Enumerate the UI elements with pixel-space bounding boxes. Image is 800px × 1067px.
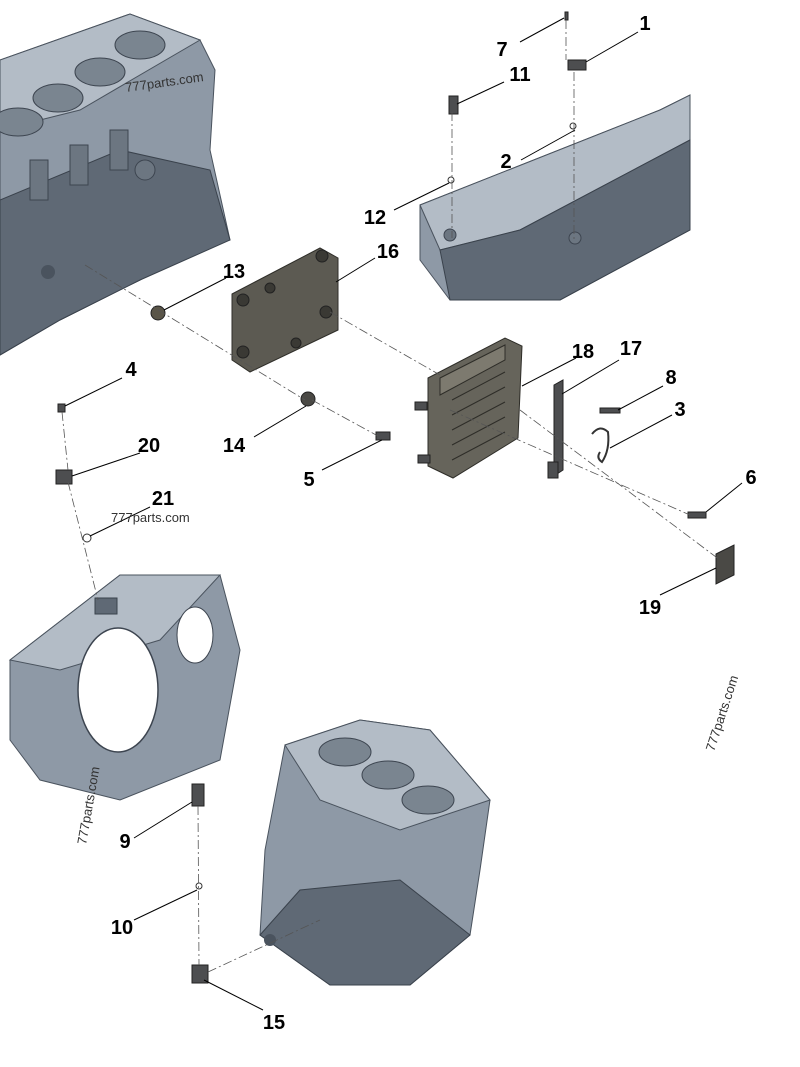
callout-3: 3 xyxy=(674,399,685,421)
screw-part-4 xyxy=(57,403,66,413)
sensor-part-9 xyxy=(191,783,205,807)
callout-18: 18 xyxy=(572,341,594,363)
mounting-bracket xyxy=(547,379,564,479)
callout-14: 14 xyxy=(223,435,246,457)
plug-part-13 xyxy=(150,305,166,321)
callout-10: 10 xyxy=(111,917,133,939)
stud-part-6 xyxy=(687,511,707,519)
o-ring-part-2 xyxy=(569,122,577,130)
o-ring-part-12 xyxy=(447,176,455,184)
callout-4: 4 xyxy=(125,359,137,381)
bolt-part-5 xyxy=(375,431,391,441)
plug-part-14 xyxy=(300,391,316,407)
callout-17: 17 xyxy=(620,338,642,360)
callout-16: 16 xyxy=(377,241,399,263)
callout-7: 7 xyxy=(496,39,507,61)
watermark-3: 777parts.com xyxy=(703,673,742,753)
callout-13: 13 xyxy=(223,261,245,283)
sensor-part-1 xyxy=(567,59,587,71)
callout-8: 8 xyxy=(665,367,676,389)
o-ring-part-10 xyxy=(195,882,203,890)
label-plate xyxy=(715,544,735,585)
callout-6: 6 xyxy=(745,467,756,489)
watermark-2: 777parts.com xyxy=(111,510,190,525)
callout-21: 21 xyxy=(152,488,174,510)
screw-part-8 xyxy=(599,407,621,414)
leader-lines xyxy=(64,17,743,1011)
callout-12: 12 xyxy=(364,207,386,229)
callout-1: 1 xyxy=(639,13,650,35)
callout-2: 2 xyxy=(500,151,511,173)
sensor-part-20 xyxy=(55,469,73,485)
pin-part-7 xyxy=(564,11,569,21)
wire-harness-part-3 xyxy=(591,427,610,464)
callout-labels: 1 2 3 4 5 6 7 8 9 10 11 12 13 14 15 16 1… xyxy=(111,13,757,1034)
callout-20: 20 xyxy=(138,435,160,457)
callout-9: 9 xyxy=(119,831,130,853)
callout-5: 5 xyxy=(303,469,314,491)
cover-plate xyxy=(231,247,339,373)
callout-11: 11 xyxy=(509,64,530,86)
sensor-part-15 xyxy=(191,964,209,984)
o-ring-part-21 xyxy=(82,533,92,543)
sensor-part-11 xyxy=(448,95,459,115)
callout-15: 15 xyxy=(263,1012,285,1034)
flywheel-housing xyxy=(8,574,241,801)
electronic-control-module xyxy=(414,337,523,479)
callout-19: 19 xyxy=(639,597,661,619)
small-hardware xyxy=(55,11,707,984)
engine-block-four-cylinder xyxy=(259,719,491,986)
engine-side-cover xyxy=(419,94,691,301)
assembly-axes xyxy=(61,20,721,973)
engine-block-six-cylinder xyxy=(0,13,231,356)
